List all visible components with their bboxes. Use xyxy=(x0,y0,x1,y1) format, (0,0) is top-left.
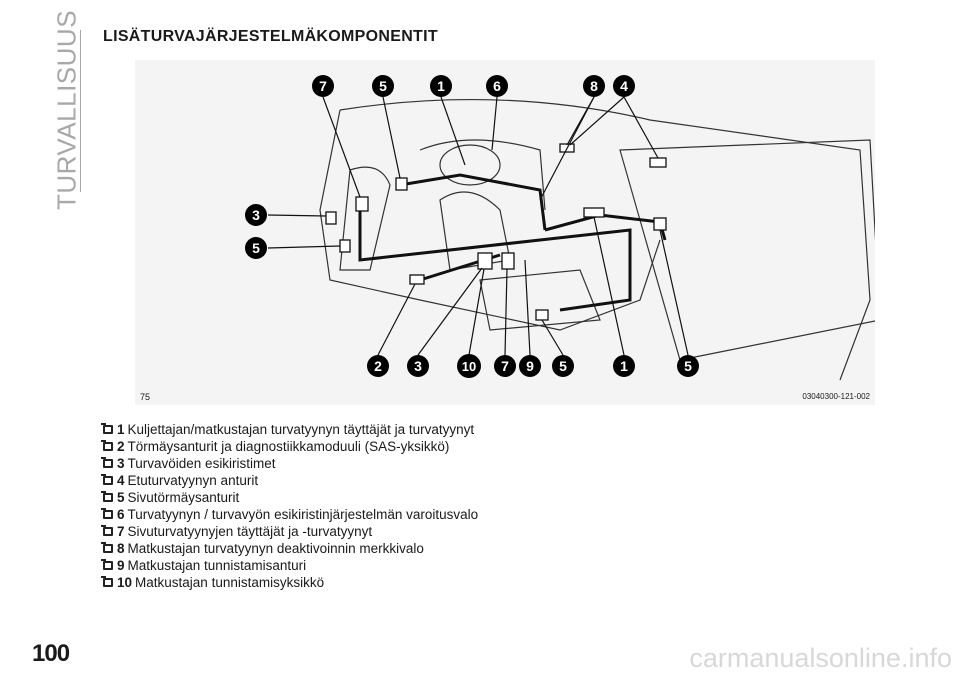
legend-text: Sivutörmäysanturit xyxy=(127,490,240,505)
page-number: 100 xyxy=(32,640,70,667)
legend-number: 6 xyxy=(117,507,125,522)
callout-number: 7 xyxy=(319,78,327,94)
callouts-bottom: 2 3 10 7 9 5 1 5 xyxy=(367,354,699,378)
legend-number: 8 xyxy=(117,541,125,556)
bullet-icon xyxy=(101,542,113,553)
legend-text: Matkustajan turvatyynyn deaktivoinnin me… xyxy=(127,541,424,556)
bullet-icon xyxy=(101,440,113,451)
legend-number: 3 xyxy=(117,456,125,471)
legend-text: Matkustajan tunnistamisyksikkö xyxy=(135,575,325,590)
section-text: TURVALLISUUS xyxy=(51,9,82,211)
section-label: TURVALLISUUS xyxy=(52,10,82,210)
legend-number: 9 xyxy=(117,558,125,573)
figure-code: 03040300-121-002 xyxy=(802,392,870,401)
callout-number: 5 xyxy=(559,358,567,374)
figure-number: 75 xyxy=(140,392,151,402)
legend-text: Matkustajan tunnistamisanturi xyxy=(127,558,307,573)
callout-number: 5 xyxy=(684,358,692,374)
bullet-icon xyxy=(101,525,113,536)
legend-number: 10 xyxy=(117,575,133,590)
bullet-icon xyxy=(101,508,113,519)
callout-number: 10 xyxy=(462,359,476,374)
airbag-diagram: 7 5 1 6 8 4 3 5 2 3 10 7 9 5 1 5 xyxy=(135,60,881,405)
bullet-icon xyxy=(101,474,113,485)
callout-number: 5 xyxy=(379,78,387,94)
legend-number: 2 xyxy=(117,439,125,454)
callout-number: 5 xyxy=(252,240,260,256)
legend-text: Törmäysanturit ja diagnostiikkamoduuli (… xyxy=(127,439,450,454)
bullet-icon xyxy=(101,576,113,587)
callout-number: 4 xyxy=(620,78,628,94)
bullet-icon xyxy=(101,457,113,468)
legend-text: Turvavöiden esikiristimet xyxy=(127,456,276,471)
callout-number: 7 xyxy=(501,358,509,374)
callouts-top: 7 5 1 6 8 4 xyxy=(312,75,635,97)
legend-text: Sivuturvatyynyjen täyttäjät ja -turvatyy… xyxy=(127,524,373,539)
callout-number: 8 xyxy=(590,78,598,94)
callout-number: 9 xyxy=(526,358,534,374)
legend-number: 1 xyxy=(117,422,125,437)
bullet-icon xyxy=(101,491,113,502)
legend-text: Kuljettajan/matkustajan turvatyynyn täyt… xyxy=(127,422,475,437)
legend-number: 5 xyxy=(117,490,125,505)
callout-number: 1 xyxy=(437,78,445,94)
watermark: carmanualsonline.info xyxy=(689,643,952,673)
legend-number: 4 xyxy=(117,473,125,488)
bullet-icon xyxy=(101,423,113,434)
callout-number: 6 xyxy=(493,78,501,94)
callouts-left: 3 5 xyxy=(245,204,267,259)
legend-text: Turvatyynyn / turvavyön esikiristinjärje… xyxy=(127,507,479,522)
callout-number: 3 xyxy=(414,358,422,374)
section-divider xyxy=(80,30,81,192)
bullet-icon xyxy=(101,559,113,570)
callout-number: 1 xyxy=(620,358,628,374)
car-interior-illustration: 7 5 1 6 8 4 3 5 2 3 10 7 9 5 1 5 xyxy=(245,75,881,381)
legend-text: Etuturvatyynyn anturit xyxy=(127,473,259,488)
callout-number: 3 xyxy=(252,207,260,223)
page-title: LISÄTURVAJÄRJESTELMÄKOMPONENTIT xyxy=(103,28,438,45)
legend-number: 7 xyxy=(117,524,125,539)
callout-number: 2 xyxy=(374,358,382,374)
